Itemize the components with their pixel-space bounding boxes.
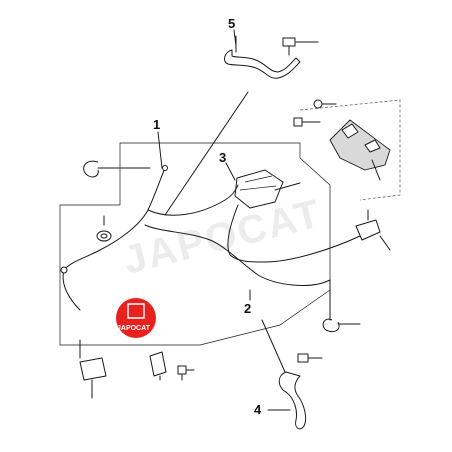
bracket-dashed-outline	[299, 99, 401, 201]
svg-text:JAPOCAT: JAPOCAT	[117, 325, 151, 332]
leader-5	[233, 29, 237, 47]
actuator-unit[interactable]	[234, 169, 301, 209]
clip-left-c[interactable]	[83, 160, 151, 178]
callout-leader-3	[225, 162, 236, 181]
japocat-logo: JAPOCAT	[116, 298, 156, 338]
assembly-outline	[59, 142, 331, 346]
hose-bottom[interactable]	[278, 371, 307, 430]
clip-right-lower[interactable]	[322, 318, 361, 333]
grommet-bottom-left[interactable]	[79, 339, 107, 399]
leader-long-diag	[164, 91, 249, 216]
clip-upper-right[interactable]	[313, 99, 337, 109]
callout-3: 3	[219, 150, 226, 165]
clip-bottom-center[interactable]	[149, 351, 167, 381]
bolt-lower-right[interactable]	[297, 353, 323, 363]
clip-right-upper[interactable]	[355, 209, 391, 251]
bolt-bottom-center[interactable]	[177, 365, 195, 381]
bracket[interactable]	[329, 119, 391, 181]
leader-to-hose-bottom	[261, 319, 286, 373]
cable-assembly[interactable]	[60, 165, 361, 311]
callout-2: 2	[244, 301, 251, 316]
screw-upper-right[interactable]	[293, 117, 321, 127]
callout-leader-1	[157, 131, 163, 169]
callout-1: 1	[153, 117, 160, 132]
callout-4: 4	[254, 402, 262, 417]
callout-5: 5	[228, 16, 235, 31]
grommet-left[interactable]	[96, 215, 112, 242]
bolt-top[interactable]	[282, 37, 319, 56]
